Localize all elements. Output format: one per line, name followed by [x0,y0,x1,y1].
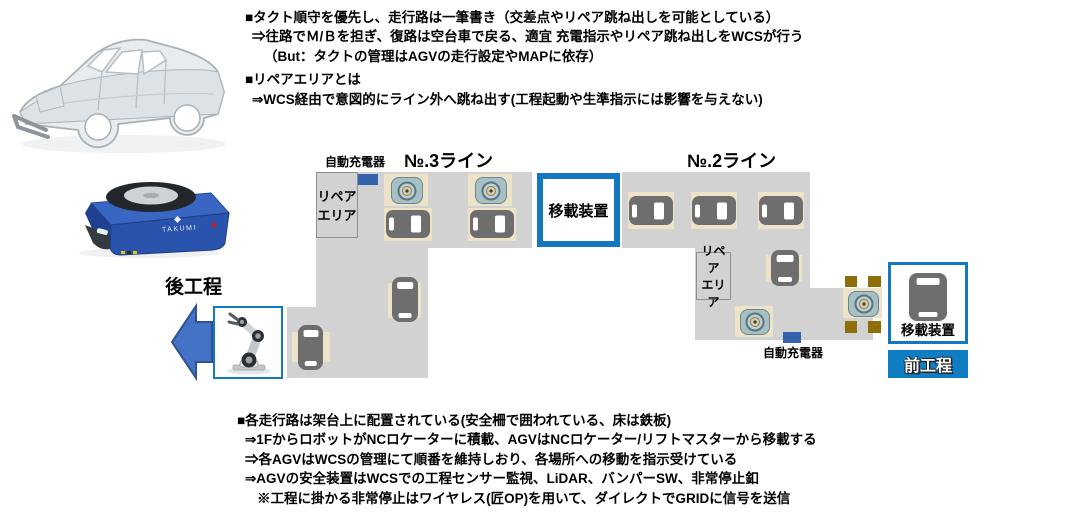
note-line: （But：タクトの管理はAGVの走行設定やMAPに依存） [264,48,603,64]
line2-repair-area: リペア エリア [696,244,731,309]
agv-icon [392,277,418,322]
top-notes: ■タクト順守を優先し、走行路は一筆書き（交差点やリペア跳ね出しを可能としている）… [245,8,803,109]
agv-icon [386,210,430,238]
line2-title: №.2ライン [687,151,777,171]
corner-marker [868,276,881,287]
transfer-device-right-label: 移載装置 [901,323,955,338]
bottom-notes: ■各走行路は架台上に配置されている(安全柵で囲われている、床は鉄板) ⇒1Fから… [237,411,817,508]
corner-marker [845,321,857,333]
agv-icon [470,210,514,238]
agv-icon [298,325,323,370]
nc-locator-icon [475,177,507,204]
robot-cell-box [213,306,283,379]
agv-brand-label: TAKUMI [162,224,197,233]
pre-process-label: 前工程 [903,358,952,375]
note-line: ⇒1FからロボットがNCロケーターに積載、AGVはNCロケーター/リフトマスター… [245,432,817,448]
car-body-frame-image [12,38,226,153]
line3-repair-area: リペア エリア [316,172,358,238]
agv-icon [771,250,799,286]
note-line: ※工程に掛かる非常停止はワイヤレス(匠OP)を用いて、ダイレクトでGRIDに信号… [257,490,791,506]
line2-charger-label: 自動充電器 [762,346,823,360]
agv-icon [692,196,736,225]
line3-charger-icon [358,174,378,185]
transfer-device-mid: 移載装置 [537,173,620,247]
corner-marker [868,321,881,333]
note-line: ■タクト順守を優先し、走行路は一筆書き（交差点やリペア跳ね出しを可能としている） [245,10,780,25]
nc-locator-icon [848,291,879,317]
note-line: ⇒各AGVはWCSの管理にて順番を維持しおり、各場所への移動を指示受けている [245,451,738,467]
transfer-device-right: 移載装置 [888,262,968,344]
robot-arm-icon [227,312,271,375]
line3-charger-label: 自動充電器 [324,155,385,169]
agv-product-image: TAKUMI [79,182,230,258]
nc-locator-icon [740,309,770,335]
line3-title: №.3ライン [404,151,494,171]
nc-locator-icon [391,177,423,204]
note-line: ■各走行路は架台上に配置されている(安全柵で囲われている、床は鉄板) [237,413,672,428]
flow-left-arrow-icon [170,302,213,382]
line2-charger-icon [783,332,801,343]
note-line: ⇒往路でＭ/Ｂを担ぎ、復路は空台車で戻る、適宜 充電指示やリペア跳ね出しをWCS… [252,29,804,45]
agv-icon [629,196,673,225]
line2-track-shape [622,172,873,340]
note-line: ⇒WCS経由で意図的にライン外へ跳ね出す(工程起動や生準指示には影響を与えない) [252,91,763,107]
transfer-device-mid-label: 移載装置 [548,202,609,220]
agv-icon [909,273,947,321]
note-line: ■リペアエリアとは [245,72,361,88]
pre-process-box: 前工程 [888,350,968,378]
post-process-label: 後工程 [165,277,223,298]
agv-icon [759,196,803,225]
corner-marker [845,276,857,287]
note-line: ⇒AGVの安全装置はWCSでの工程センサー監視、LiDAR、バンパーSW、非常停… [245,471,759,487]
